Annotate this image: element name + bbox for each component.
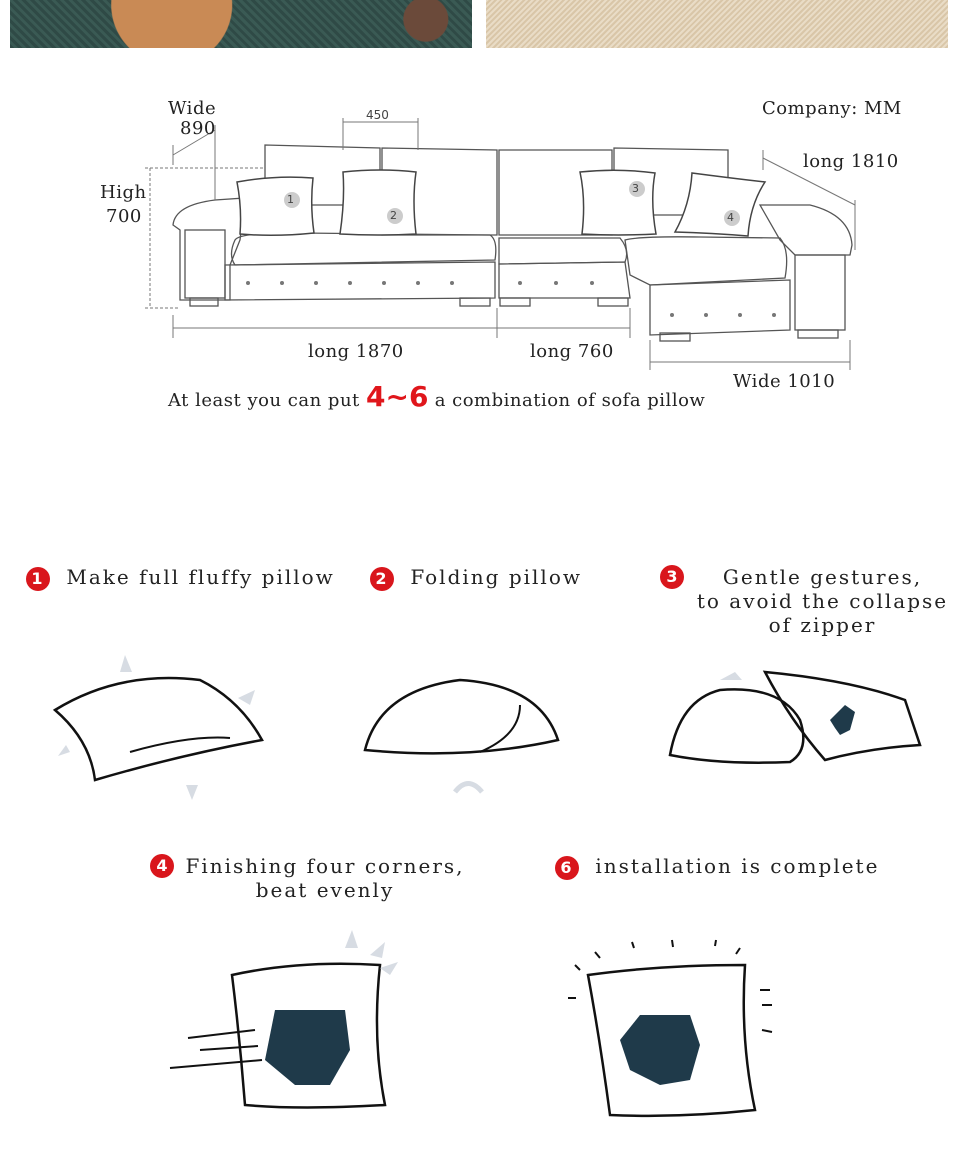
- step-title-text: installation is complete: [595, 854, 880, 878]
- pillow-number: 2: [390, 209, 397, 222]
- step-number-badge: 3: [660, 565, 684, 589]
- step-title-line: beat evenly: [255, 878, 395, 902]
- step-2-title: 2 Folding pillow: [370, 565, 582, 591]
- caption-after: a combination of sofa pillow: [434, 390, 706, 411]
- cushion-width-value: 450: [366, 108, 389, 122]
- insert-pillow-illustration: [668, 670, 922, 764]
- pillow-number: 1: [287, 193, 294, 206]
- step-number-badge: 4: [150, 854, 174, 878]
- step-title-line: Finishing four corners,: [185, 854, 465, 878]
- pillow-number: 3: [632, 182, 639, 195]
- step-title-text: Folding pillow: [410, 565, 582, 589]
- step-4-badge-wrap: 4: [150, 854, 174, 878]
- caption-before: At least you can put: [168, 390, 360, 411]
- step-title-line: Gentle gestures,: [722, 565, 923, 589]
- pillow-caption: At least you can put 4~6 a combination o…: [168, 380, 705, 413]
- wide-bottom-label: Wide 1010: [733, 371, 836, 392]
- high-label: High: [100, 182, 147, 203]
- step-number-badge: 1: [26, 566, 50, 591]
- step-title-line: of zipper: [768, 613, 877, 637]
- company-label: Company: MM: [762, 98, 902, 119]
- long-mid-label: long 760: [530, 341, 614, 362]
- step-number-badge: 2: [370, 566, 394, 591]
- complete-pillow-illustration: [568, 939, 773, 1118]
- step-title-line: to avoid the collapse: [696, 589, 949, 613]
- step-title-text: Make full fluffy pillow: [66, 565, 335, 589]
- step-3-badge-wrap: 3: [660, 565, 684, 589]
- wide-value: 890: [180, 118, 216, 139]
- wide-label: Wide: [168, 98, 217, 119]
- step-number-badge: 6: [555, 855, 579, 880]
- step-6-title: 6 installation is complete: [555, 854, 879, 880]
- high-value: 700: [106, 206, 142, 227]
- long-main-label: long 1870: [308, 341, 404, 362]
- pillow-number: 4: [727, 211, 734, 224]
- step-3-title: Gentle gestures, to avoid the collapse o…: [690, 565, 955, 637]
- step-1-title: 1 Make full fluffy pillow: [26, 565, 335, 591]
- beat-pillow-illustration: [169, 930, 398, 1109]
- fabric-swatch-linen: [486, 0, 948, 48]
- fluffy-pillow-illustration: [52, 655, 264, 800]
- sofa-diagram: [145, 118, 856, 370]
- folding-pillow-illustration: [363, 678, 560, 794]
- fabric-swatch-pattern: [10, 0, 472, 48]
- caption-range: 4~6: [366, 380, 429, 413]
- long-right-label: long 1810: [803, 151, 899, 172]
- step-4-title: Finishing four corners, beat evenly: [185, 854, 465, 902]
